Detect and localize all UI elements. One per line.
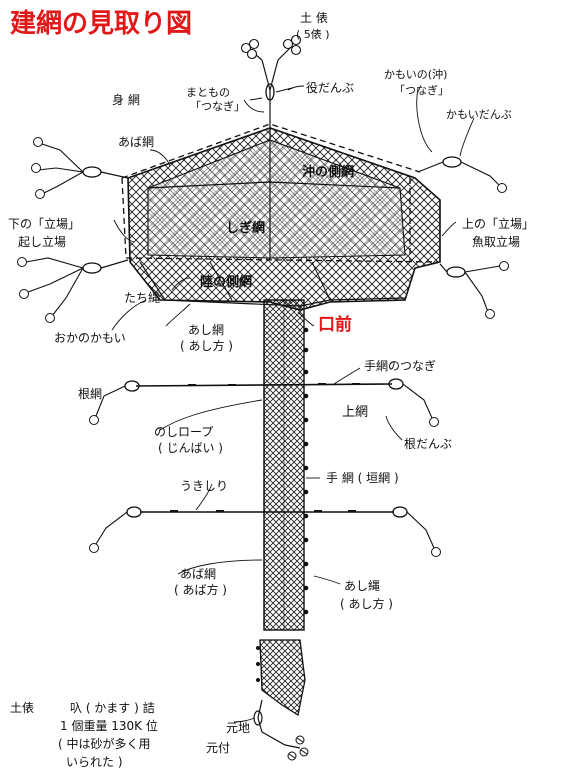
label-uwa-ami: 上網: [342, 405, 368, 420]
label-oki-gawa-ami: 沖の側網: [302, 164, 354, 180]
label-aba-ami-top: あば網: [118, 135, 154, 149]
label-aba-ami-bottom-1: あば網: [180, 567, 216, 581]
label-shigi-ami: しぎ網: [226, 220, 265, 236]
cross-rope-upper: [89, 378, 439, 427]
label-te-ami: 手 網 ( 垣網 ): [326, 471, 399, 485]
top-sandbags: [240, 34, 302, 60]
label-matomono-1: まともの: [186, 86, 230, 99]
label-noshi-rope-1: のしロープ: [154, 425, 213, 439]
label-matomono-2: 「つなぎ」: [190, 99, 245, 113]
label-dohyo-top: 土 俵: [300, 11, 328, 25]
main-net: [121, 90, 441, 311]
anchor-sandbags: [287, 735, 309, 761]
note-line4: いられた ): [66, 755, 123, 769]
label-kuchimae: 口前: [318, 314, 352, 335]
right-lower-anchor: [439, 261, 509, 319]
note-line2: 1 個重量 130K 位: [60, 718, 158, 733]
label-ne-ami: 根網: [78, 387, 102, 401]
label-ashi-nawa-1: あし縄: [344, 578, 380, 593]
label-ne-danbu: 根だんぶ: [404, 437, 452, 451]
leader-net-tail: [259, 639, 306, 717]
fold-line-a: [311, 261, 331, 301]
left-lower-anchor: [17, 257, 129, 323]
tail-float-line: [259, 639, 263, 691]
label-ashi-ami-1: あし網: [188, 323, 224, 337]
note-line1-b: 叺 ( かます ) 詰: [70, 700, 155, 715]
label-shita-tateba-1: 下の「立場」: [8, 216, 80, 231]
label-motochi: 元地: [226, 721, 250, 735]
note-line1-a: 土俵: [10, 701, 34, 715]
label-okano-kamoi: おかのかもい: [54, 331, 126, 345]
sandbag-note: 土俵 叺 ( かます ) 詰 1 個重量 130K 位 ( 中は砂が多く用 いら…: [10, 700, 158, 769]
tail-sinkers: [256, 646, 260, 682]
net-floor-mesh: [148, 140, 405, 258]
label-yaku-danbu: 役だんぶ: [306, 80, 354, 95]
note-line3: ( 中は砂が多く用: [58, 736, 151, 751]
label-ukishiri: うきしり: [180, 479, 228, 493]
label-ashi-nawa-2: ( あし方 ): [340, 596, 393, 611]
diagram-title: 建網の見取り図: [10, 8, 192, 39]
leader-sinkers: [303, 327, 309, 615]
right-upper-anchor: [417, 156, 507, 193]
leader-lines: [111, 85, 475, 723]
label-kamoi-oki-1: かもいの(沖): [384, 68, 447, 81]
label-tachi-nawa: たち縄: [124, 290, 160, 305]
label-shita-tateba-2: 起し立場: [18, 234, 66, 249]
float-line-left: [121, 177, 127, 259]
label-kamoi-oki-2: 「つなぎ」: [394, 83, 449, 97]
cross-rope-lower: [89, 506, 441, 557]
label-ashi-ami-2: ( あし方 ): [180, 338, 233, 353]
leader-net: [253, 299, 309, 761]
label-dohyo-count: ( 5俵 ): [296, 28, 330, 41]
label-te-ami-tsunagi: 手網のつなぎ: [364, 359, 436, 373]
float-line-bottom: [125, 257, 441, 263]
label-riku-gawa-ami: 陸の側網: [200, 274, 252, 290]
float-line-top: [121, 123, 421, 179]
label-ue-tateba-1: 上の「立場」: [462, 216, 534, 231]
left-upper-anchor: [31, 137, 129, 199]
label-noshi-rope-2: ( じんばい ): [158, 441, 223, 455]
label-kamoi-danbu: かもいだんぶ: [446, 108, 512, 121]
fold-line-b: [209, 261, 233, 301]
label-mi-ami: 身 網: [112, 92, 140, 107]
label-aba-ami-bottom-2: ( あば方 ): [174, 582, 227, 597]
yaku-danbu-buoy: [265, 83, 275, 101]
label-ue-tateba-2: 魚取立場: [472, 234, 520, 249]
labels: 土 俵 ( 5俵 ) 役だんぶ まともの 「つなぎ」 かもいの(沖) 「つなぎ」…: [8, 11, 534, 755]
top-anchor: [240, 34, 302, 101]
label-motozuke: 元付: [206, 741, 230, 755]
